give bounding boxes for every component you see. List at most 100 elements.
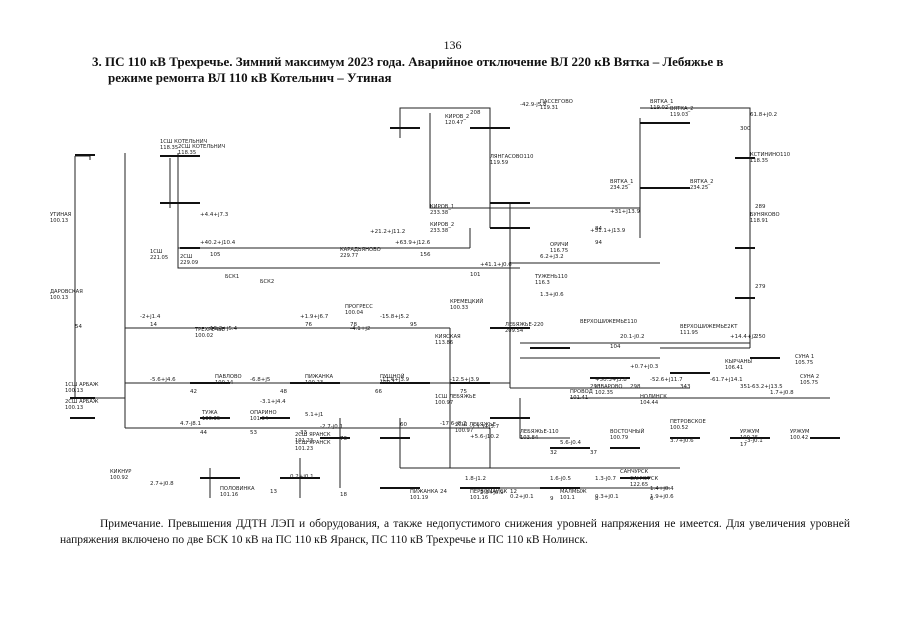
flow-6: +31.1+j13.9 [590,228,626,234]
substation-voltage-48: 100.52 [670,425,688,431]
substation-name-37: 2СШ ЯРАНСК [295,432,331,438]
line-number-7: 289 [755,204,766,210]
line-number-1: 156 [420,252,431,258]
substation-voltage-37: 101.23 [295,438,313,444]
flow-29: -17.6-j8.2 [440,421,467,427]
flow-27: 1.7+j0.8 [770,390,794,396]
substation-voltage-45: 105.75 [795,360,813,366]
substation-voltage-40: 103.84 [520,435,539,441]
substation-name-40: ЛЕБЯЖЬЕ-110 [520,429,559,435]
flow-18: -5.6+j4.6 [150,377,176,383]
page-title: 3. ПС 110 кВ Трехречье. Зимний максимум … [92,54,872,86]
flow-46: 1.9+j0.6 [650,494,674,500]
line-number-19: 14 [150,322,157,328]
substation-voltage-38: 101.23 [295,446,313,452]
substation-name-54: ПЕРВОМАЙСК [470,488,507,495]
substation-voltage-10: 119.59 [490,160,508,166]
substation-voltage-27: 111.95 [680,330,698,336]
substation-name-39: 2СШ ЛЕБЯЖЬЕ [455,422,496,428]
substation-voltage-6: 233.38 [430,210,448,216]
line-number-12: 298 [630,384,641,390]
line-number-25: 53 [250,430,257,436]
line-number-2: 101 [470,272,481,278]
line-number-4: 94 [595,240,602,246]
flow-47: 5.6-j0.4 [560,440,582,446]
substation-voltage-25: 209.54 [505,328,524,334]
wire-33 [519,398,570,439]
wire-8 [399,107,491,228]
flow-25: -61.7+j14.1 [710,377,743,383]
substation-name-32: 1СШ ЛЕБЯЖЬЕ [435,394,476,400]
line-number-17: 78 [350,322,357,328]
substation-name-45: СУНА 1 [795,354,814,360]
substation-voltage-53: 101.19 [410,495,428,501]
flow-7: +41.1+j0.6 [480,262,512,268]
line-number-13: 343 [680,384,691,390]
substation-name-57: САНЧУРСК [630,476,659,482]
flow-41: 1.3-j0.7 [595,476,617,482]
substation-name-43: НОЛИНСК [640,394,667,400]
substation-voltage-50: 100.42 [790,435,808,441]
substation-name-23: ПРОГРЕСС [345,304,373,310]
line-number-34: 24 [440,489,447,495]
substation-name-28: КИЯСКАЯ [435,334,461,340]
line-number-33: 17 [740,442,747,448]
substation-voltage-13: 234.25 [610,185,628,191]
substation-name-18: ТУЖЕНЬ110 [534,274,568,280]
substation-name-30: ПИЖАНКА [305,374,334,380]
line-number-23: 75 [460,389,467,395]
substation-name-26: ВЕРХОШИЖЕМЬЕ110 [580,319,637,325]
line-number-3: 84 [595,226,602,232]
substation-name-6: КИРОВ_1 [430,204,454,210]
substation-voltage-36: 101.04 [250,416,269,422]
substation-voltage-54: 101.16 [470,495,488,501]
substation-name-22: ТРЕХРЕЧЬЕ [194,327,225,333]
flow-15: 10.3+j5.4 [210,326,238,332]
substation-name-1: 2СШ КОТЕЛЬНИЧ [178,144,226,150]
substation-name-36: ОПАРИНО [250,410,277,416]
flow-2: +40.2+j10.4 [200,240,236,246]
flow-20: -11.4+j3.9 [380,377,410,383]
substation-name-9: ПАССЕГОВО [540,99,573,105]
substation-voltage-8: 229.77 [340,253,358,259]
substation-name-38: 1СШ ЯРАНСК [295,440,331,446]
line-number-8: 279 [755,284,766,290]
flow-33: 3.7+j0.6 [670,438,694,444]
substation-name-50: УРЖУМ [790,429,810,435]
substation-name-52: ПОЛОВИНКА [220,486,255,492]
flow-28: 4.7-j8.1 [180,421,201,427]
flow-45: 1.4+j0.4 [650,486,674,492]
flow-43: 0.2+j0.1 [510,494,534,500]
flow-40: 1.6-j0.5 [550,476,572,482]
line-number-20: 42 [190,389,197,395]
substation-voltage-22: 100.02 [195,333,213,339]
substation-name-19: ДАРОВСКАЯ [50,289,83,295]
wire-1 [74,156,125,399]
substation-voltage-4: 229.09 [180,260,198,266]
substation-name-13: ВЯТКА_1 [610,179,633,185]
substation-voltage-49: 100.25 [740,435,758,441]
line-number-0: 105 [210,252,221,258]
substation-voltage-1: 118.35 [178,150,196,156]
substation-voltage-46: 105.75 [800,380,818,386]
substation-voltage-43: 104.44 [640,400,659,406]
substation-voltage-23: 100.04 [345,310,364,316]
flow-38: 2.7+j0.8 [150,481,174,487]
substation-voltage-51: 100.92 [110,475,128,481]
substation-name-44: КЫРЧАНЫ [725,359,752,365]
flow-1: +4.4+j7.3 [200,212,229,218]
substation-name-11: ВЯТКА_1 [650,99,673,105]
line-number-6: 300 [740,126,751,132]
substation-name-34: 2СШ АРБАЖ [65,399,99,405]
flow-31: +5.6-j10.2 [470,434,499,440]
substation-name-47: ВОСТОЧНЫЙ [610,428,645,435]
flow-17: +14.4+j2 [730,334,757,340]
flow-23: +50.3+j3.8 [595,377,627,383]
line-number-22: 66 [375,389,382,395]
substation-name-46: СУНА 2 [800,374,819,380]
substation-voltage-14: 234.25 [690,185,708,191]
line-number-31: 18 [340,492,347,498]
flow-5: +31+j13.9 [610,209,640,215]
substation-name-3: 1СШ [150,249,163,255]
line-number-26: 33 [300,430,307,436]
